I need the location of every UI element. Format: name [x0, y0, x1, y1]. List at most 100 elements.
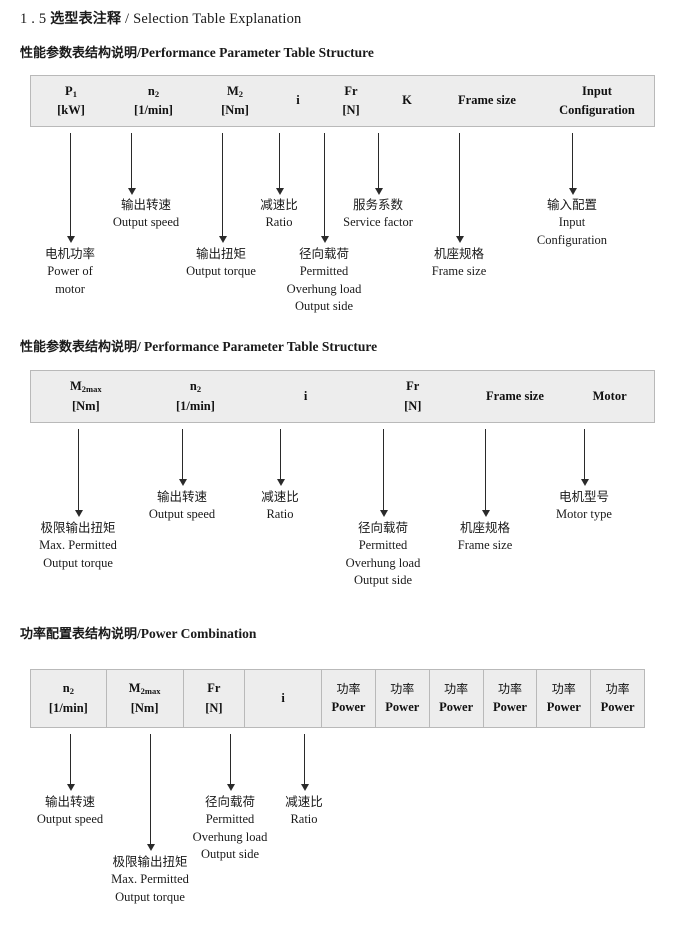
- table2-col-n2: n2 [1/min]: [141, 371, 251, 422]
- table3-col-power-4: 功率 Power: [482, 670, 537, 727]
- annotation-s2-ratio: 减速比 Ratio: [261, 489, 299, 521]
- table1-col-fr: Fr [N]: [322, 76, 380, 126]
- table1-col-input-configuration: Input Configuration: [540, 76, 654, 126]
- arrow-down-icon-s3-overhung-load: [226, 734, 235, 791]
- annotation-s1-input-configuration: 输入配置 Input Configuration: [536, 197, 608, 247]
- table2-col-m2max-symbol: M: [69, 379, 82, 394]
- table3-col-power-2-cn: 功率: [390, 681, 415, 696]
- table3-col-n2: n2 [1/min]: [31, 670, 106, 727]
- table2-col-n2-symbol: n: [189, 379, 197, 394]
- table2-col-n2-unit: [1/min]: [176, 398, 215, 413]
- table3-col-power-2-en: Power: [385, 700, 420, 715]
- performance-parameter-table-2: M2max [Nm] n2 [1/min] i Fr [N] Frame siz…: [30, 370, 655, 423]
- table3-col-power-1-cn: 功率: [336, 681, 361, 696]
- table3-col-fr-unit: [N]: [205, 700, 223, 715]
- section-1-heading-en: Performance Parameter Table Structure: [140, 45, 374, 60]
- annotation-s2-overhung-load: 径向载荷 Permitted Overhung load Output side: [345, 520, 421, 588]
- table1-col-m2-sub: 2: [238, 88, 244, 99]
- arrow-down-icon-s1-power: [66, 133, 75, 243]
- section-2-heading: 性能参数表结构说明/ Performance Parameter Table S…: [20, 336, 377, 355]
- table1-col-i-symbol: i: [296, 93, 300, 108]
- table1-col-n2-sub: 2: [154, 88, 160, 99]
- section-number: 1 . 5: [20, 11, 47, 27]
- table3-col-power-4-en: Power: [492, 700, 527, 715]
- annotation-s1-service-factor: 服务系数 Service factor: [343, 197, 413, 229]
- power-combination-table: n2 [1/min] M2max [Nm] Fr [N] i 功率 Power …: [30, 669, 645, 728]
- table3-col-n2-unit: [1/min]: [48, 700, 88, 715]
- table1-col-frame-size-symbol: Frame size: [458, 93, 516, 108]
- table3-col-power-6-en: Power: [600, 700, 635, 715]
- section-3-heading: 功率配置表结构说明/Power Combination: [20, 623, 256, 642]
- table3-col-fr: Fr [N]: [182, 670, 245, 727]
- table1-col-k: K: [380, 76, 434, 126]
- table1-col-p1: P1 [kW]: [31, 76, 111, 126]
- table1-col-p1-sub: 1: [72, 88, 77, 99]
- table3-col-power-6: 功率 Power: [590, 670, 644, 727]
- annotation-s3-overhung-load: 径向载荷 Permitted Overhung load Output side: [192, 794, 268, 862]
- table3-col-power-3: 功率 Power: [428, 670, 483, 727]
- arrow-down-icon-s2-ratio: [276, 429, 285, 486]
- arrow-down-icon-s1-output-torque: [218, 133, 227, 243]
- page-title: 1 . 5 选型表注释 / Selection Table Explanatio…: [20, 8, 302, 28]
- section-1-heading-cn: 性能参数表结构说明: [20, 46, 138, 61]
- section-title-en: Selection Table Explanation: [133, 11, 302, 27]
- annotation-s1-ratio: 减速比 Ratio: [260, 197, 298, 229]
- table1-col-fr-unit: [N]: [342, 103, 360, 117]
- annotation-s3-ratio: 减速比 Ratio: [285, 794, 323, 826]
- table2-col-i-symbol: i: [303, 388, 308, 403]
- table1-col-p1-symbol: P: [65, 83, 73, 98]
- table3-col-n2-sub: 2: [69, 686, 74, 697]
- table2-col-motor: Motor: [565, 371, 654, 422]
- arrow-down-icon-s1-output-speed: [127, 133, 136, 195]
- table2-col-fr-symbol: Fr: [406, 379, 420, 394]
- table3-col-m2max-sub: 2max: [140, 686, 161, 697]
- table2-col-m2max-unit: [Nm]: [71, 398, 100, 413]
- table2-col-n2-sub: 2: [196, 384, 202, 395]
- table3-col-n2-symbol: n: [62, 681, 70, 696]
- annotation-s1-power: 电机功率 Power of motor: [44, 246, 96, 296]
- table3-col-fr-symbol: Fr: [207, 681, 221, 696]
- section-1-heading: 性能参数表结构说明/Performance Parameter Table St…: [20, 42, 374, 61]
- table1-col-input-symbol: Input: [582, 83, 612, 98]
- table3-col-i: i: [244, 670, 321, 727]
- table2-col-frame-size-symbol: Frame size: [485, 388, 544, 403]
- arrow-down-icon-s1-overhung-load: [320, 133, 329, 243]
- section-title-cn: 选型表注释: [50, 11, 122, 27]
- annotation-s3-max-torque: 极限输出扭矩 Max. Permitted Output torque: [111, 854, 189, 904]
- table3-col-power-6-cn: 功率: [605, 681, 630, 696]
- annotation-s2-frame-size: 机座规格 Frame size: [457, 520, 513, 552]
- section-title-separator: /: [125, 11, 130, 27]
- table1-col-m2: M2 [Nm]: [196, 76, 274, 126]
- annotation-s3-output-speed: 输出转速 Output speed: [36, 794, 104, 826]
- table1-col-frame-size: Frame size: [434, 76, 540, 126]
- table1-col-m2-unit: [Nm]: [221, 103, 249, 117]
- section-3-heading-cn: 功率配置表结构说明: [20, 627, 138, 642]
- arrow-down-icon-s3-output-speed: [66, 734, 75, 791]
- arrow-down-icon-s2-output-speed: [178, 429, 187, 486]
- table2-col-fr-unit: [N]: [404, 398, 422, 413]
- section-3-heading-en: Power Combination: [140, 626, 257, 641]
- table1-col-fr-symbol: Fr: [344, 83, 358, 98]
- table2-col-motor-symbol: Motor: [592, 388, 627, 403]
- arrow-down-icon-s1-service-factor: [374, 133, 383, 195]
- section-2-heading-sep: /: [137, 339, 141, 354]
- arrow-down-icon-s2-frame-size: [481, 429, 490, 517]
- arrow-down-icon-s3-ratio: [300, 734, 309, 791]
- table1-col-p1-unit: [kW]: [57, 103, 85, 117]
- arrow-down-icon-s2-max-torque: [74, 429, 83, 517]
- performance-parameter-table-1: P1 [kW] n2 [1/min] M2 [Nm] i Fr [N] K Fr…: [30, 75, 655, 127]
- section-1-heading-sep: /: [137, 45, 141, 60]
- section-2-heading-en: Performance Parameter Table Structure: [144, 339, 378, 354]
- table1-col-k-symbol: K: [402, 93, 412, 108]
- table3-col-m2max-symbol: M: [128, 681, 141, 696]
- table2-col-frame-size: Frame size: [465, 371, 566, 422]
- section-2-heading-cn: 性能参数表结构说明: [20, 340, 138, 355]
- table1-col-n2-unit: [1/min]: [134, 103, 173, 117]
- table1-col-i: i: [274, 76, 322, 126]
- arrow-down-icon-s2-motor-type: [580, 429, 589, 486]
- table3-col-power-5-cn: 功率: [551, 681, 576, 696]
- table3-col-power-5-en: Power: [546, 700, 581, 715]
- table2-col-m2max: M2max [Nm]: [31, 371, 141, 422]
- annotation-s2-output-speed: 输出转速 Output speed: [148, 489, 216, 521]
